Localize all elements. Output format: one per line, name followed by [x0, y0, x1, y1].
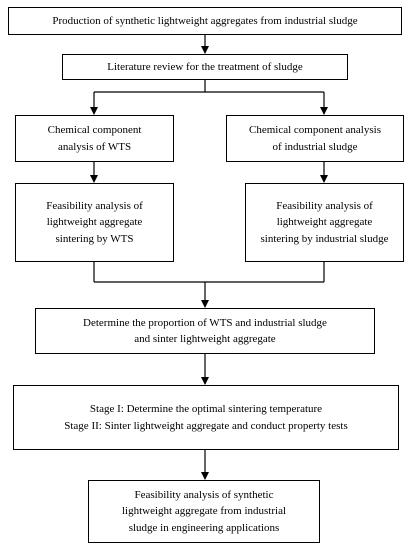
node-production: Production of synthetic lightweight aggr…: [8, 7, 402, 35]
node-determine-proportion-label: Determine the proportion of WTS and indu…: [83, 316, 327, 346]
node-stages: Stage I: Determine the optimal sintering…: [13, 385, 399, 450]
node-feasibility-industrial-label: Feasibility analysis of lightweight aggr…: [260, 199, 389, 245]
node-feasibility-wts: Feasibility analysis of lightweight aggr…: [15, 183, 174, 262]
node-chemical-wts: Chemical component analysis of WTS: [15, 115, 174, 162]
node-determine-proportion: Determine the proportion of WTS and indu…: [35, 308, 375, 354]
node-stages-label: Stage I: Determine the optimal sintering…: [64, 403, 348, 432]
node-engineering-feasibility: Feasibility analysis of synthetic lightw…: [88, 480, 320, 543]
node-literature-review-label: Literature review for the treatment of s…: [107, 60, 303, 73]
node-engineering-feasibility-label: Feasibility analysis of synthetic lightw…: [121, 488, 287, 534]
node-production-label: Production of synthetic lightweight aggr…: [52, 14, 358, 27]
node-literature-review: Literature review for the treatment of s…: [62, 54, 348, 80]
node-chemical-industrial-label: Chemical component analysis of industria…: [249, 124, 381, 153]
node-feasibility-wts-label: Feasibility analysis of lightweight aggr…: [46, 199, 143, 245]
node-chemical-wts-label: Chemical component analysis of WTS: [47, 124, 142, 153]
node-chemical-industrial: Chemical component analysis of industria…: [226, 115, 404, 162]
node-feasibility-industrial: Feasibility analysis of lightweight aggr…: [245, 183, 404, 262]
